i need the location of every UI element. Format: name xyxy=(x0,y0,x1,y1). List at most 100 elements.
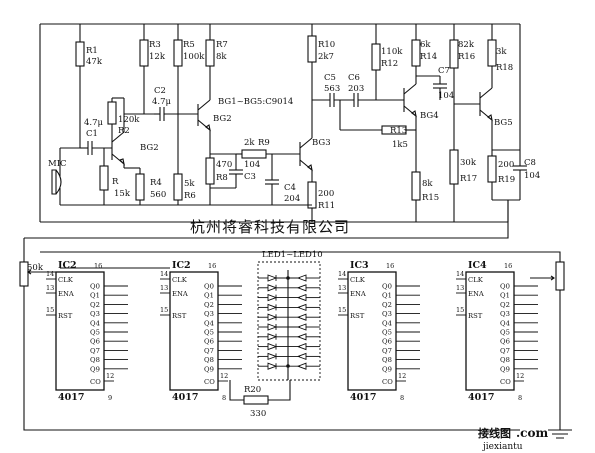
r1-value: 47k xyxy=(86,57,103,67)
ic4-pin12: 12 xyxy=(516,372,524,380)
ic3-clk-label: CLK xyxy=(350,276,366,284)
ic2-q8-label: Q8 xyxy=(204,356,214,364)
c8-value: 104 xyxy=(524,171,540,181)
r11-resistor xyxy=(307,181,317,209)
ic3-q3-label: Q3 xyxy=(382,310,392,318)
ic3-part: 4017 xyxy=(350,392,376,403)
r16-resistor xyxy=(449,39,459,69)
ic3-pin13: 13 xyxy=(338,284,346,292)
led-b-7 xyxy=(296,333,307,341)
ic2-q3-label: Q3 xyxy=(204,310,214,318)
ic2-q4-label: Q4 xyxy=(204,319,214,327)
ic2-q0-label: Q0 xyxy=(204,283,214,291)
ic3-co-label: CO xyxy=(382,378,393,386)
r19-label: R19 xyxy=(498,175,515,185)
ic4-clk-label: CLK xyxy=(468,276,484,284)
r20-value: 330 xyxy=(250,409,266,419)
r12-label: R12 xyxy=(381,59,398,69)
r3-resistor xyxy=(139,39,149,67)
ic1-q5-label: Q5 xyxy=(90,329,100,337)
r8-label: R8 xyxy=(216,173,228,183)
ic4-vdd-pin: 16 xyxy=(504,262,512,270)
ic2-rst-label: RST xyxy=(172,312,187,320)
led-3 xyxy=(267,293,278,302)
ic2-pin15: 15 xyxy=(160,306,168,314)
r4-label: R4 xyxy=(150,178,162,188)
c3-value: 104 xyxy=(244,160,260,170)
r18-value: 3k xyxy=(496,47,507,57)
ic2-label: IC2 xyxy=(172,260,191,271)
c5-value: 563 xyxy=(324,84,340,94)
ic4-q3-label: Q3 xyxy=(500,310,510,318)
ic4-chip xyxy=(465,271,515,391)
r-resistor xyxy=(99,165,109,191)
watermark-text: 杭州将睿科技有限公司 xyxy=(190,218,350,236)
ic2-pin14: 14 xyxy=(160,270,168,278)
ic4-q0-label: Q0 xyxy=(500,283,510,291)
logo-com: .com xyxy=(516,426,548,440)
r20-label: R20 xyxy=(244,385,261,395)
ic2-q1-label: Q1 xyxy=(204,292,214,300)
c3-label: C3 xyxy=(244,172,256,182)
bg3-label: BG3 xyxy=(312,138,331,148)
ic1-q2-label: Q2 xyxy=(90,301,100,309)
ic1-q9-label: Q9 xyxy=(90,365,100,373)
r19-value: 200 xyxy=(498,160,514,170)
ic4-ena-label: ENA xyxy=(468,290,484,298)
led-b-1 xyxy=(296,274,307,282)
amplifier-section: R1 47k MIC 4.7μ C1 R 15k BG2 120k xyxy=(24,23,540,239)
r7-resistor xyxy=(205,39,215,67)
ic2-gnd-pin: 8 xyxy=(222,394,226,402)
r18-label: R18 xyxy=(496,63,513,73)
led-6 xyxy=(267,323,278,331)
led-b-6 xyxy=(296,323,307,331)
c7-value: 104 xyxy=(438,91,454,101)
ic1-q1-label: Q1 xyxy=(90,292,100,300)
led-array-label: LED1~LED10 xyxy=(262,250,323,260)
r10-label: R10 xyxy=(318,40,335,50)
ic2-chip xyxy=(169,271,219,391)
ic3-q9-label: Q9 xyxy=(382,365,392,373)
ic4-part: 4017 xyxy=(468,392,494,403)
r6-value: 5k xyxy=(184,179,195,189)
ic3-q4-label: Q4 xyxy=(382,319,392,327)
r7-value: 8k xyxy=(216,52,227,62)
bg5-label: BG5 xyxy=(494,118,513,128)
ic2-part: 4017 xyxy=(172,392,198,403)
pot-right xyxy=(555,261,565,291)
c5-label: C5 xyxy=(324,73,336,83)
r11-label: R11 xyxy=(318,201,335,211)
r1-resistor xyxy=(75,41,85,67)
ic2-q6-label: Q6 xyxy=(204,338,214,346)
led-9 xyxy=(267,352,278,361)
led-10 xyxy=(267,362,278,370)
ic3-ena-label: ENA xyxy=(350,290,366,298)
ic4-pin13: 13 xyxy=(456,284,464,292)
ic2-ena-label: ENA xyxy=(172,290,188,298)
c4-value: 204 xyxy=(284,194,300,204)
r6-label: R6 xyxy=(184,191,196,201)
r20-resistor xyxy=(243,395,269,405)
led-b-4 xyxy=(296,303,307,312)
led-b-9 xyxy=(296,352,307,361)
logo-site: jiexiantu xyxy=(482,442,523,452)
ic4-label: IC4 xyxy=(468,260,487,271)
ic4-q6-label: Q6 xyxy=(500,338,510,346)
ic2-pin13: 13 xyxy=(160,284,168,292)
r16-label: R16 xyxy=(458,52,475,62)
ic3-label: IC3 xyxy=(350,260,369,271)
r4-resistor xyxy=(135,173,145,201)
ic4-q5-label: Q5 xyxy=(500,329,510,337)
led-7 xyxy=(267,333,278,341)
r17-resistor xyxy=(449,149,459,185)
r9-value: 2k xyxy=(244,138,255,148)
led-array-box xyxy=(257,261,321,381)
r9-label: R9 xyxy=(258,138,270,148)
r1-label: R1 xyxy=(86,46,98,56)
ic2-q5-label: Q5 xyxy=(204,329,214,337)
r12-resistor xyxy=(371,43,381,71)
led-8 xyxy=(267,342,278,351)
r17-label: R17 xyxy=(460,174,477,184)
led-b-3 xyxy=(296,293,307,302)
